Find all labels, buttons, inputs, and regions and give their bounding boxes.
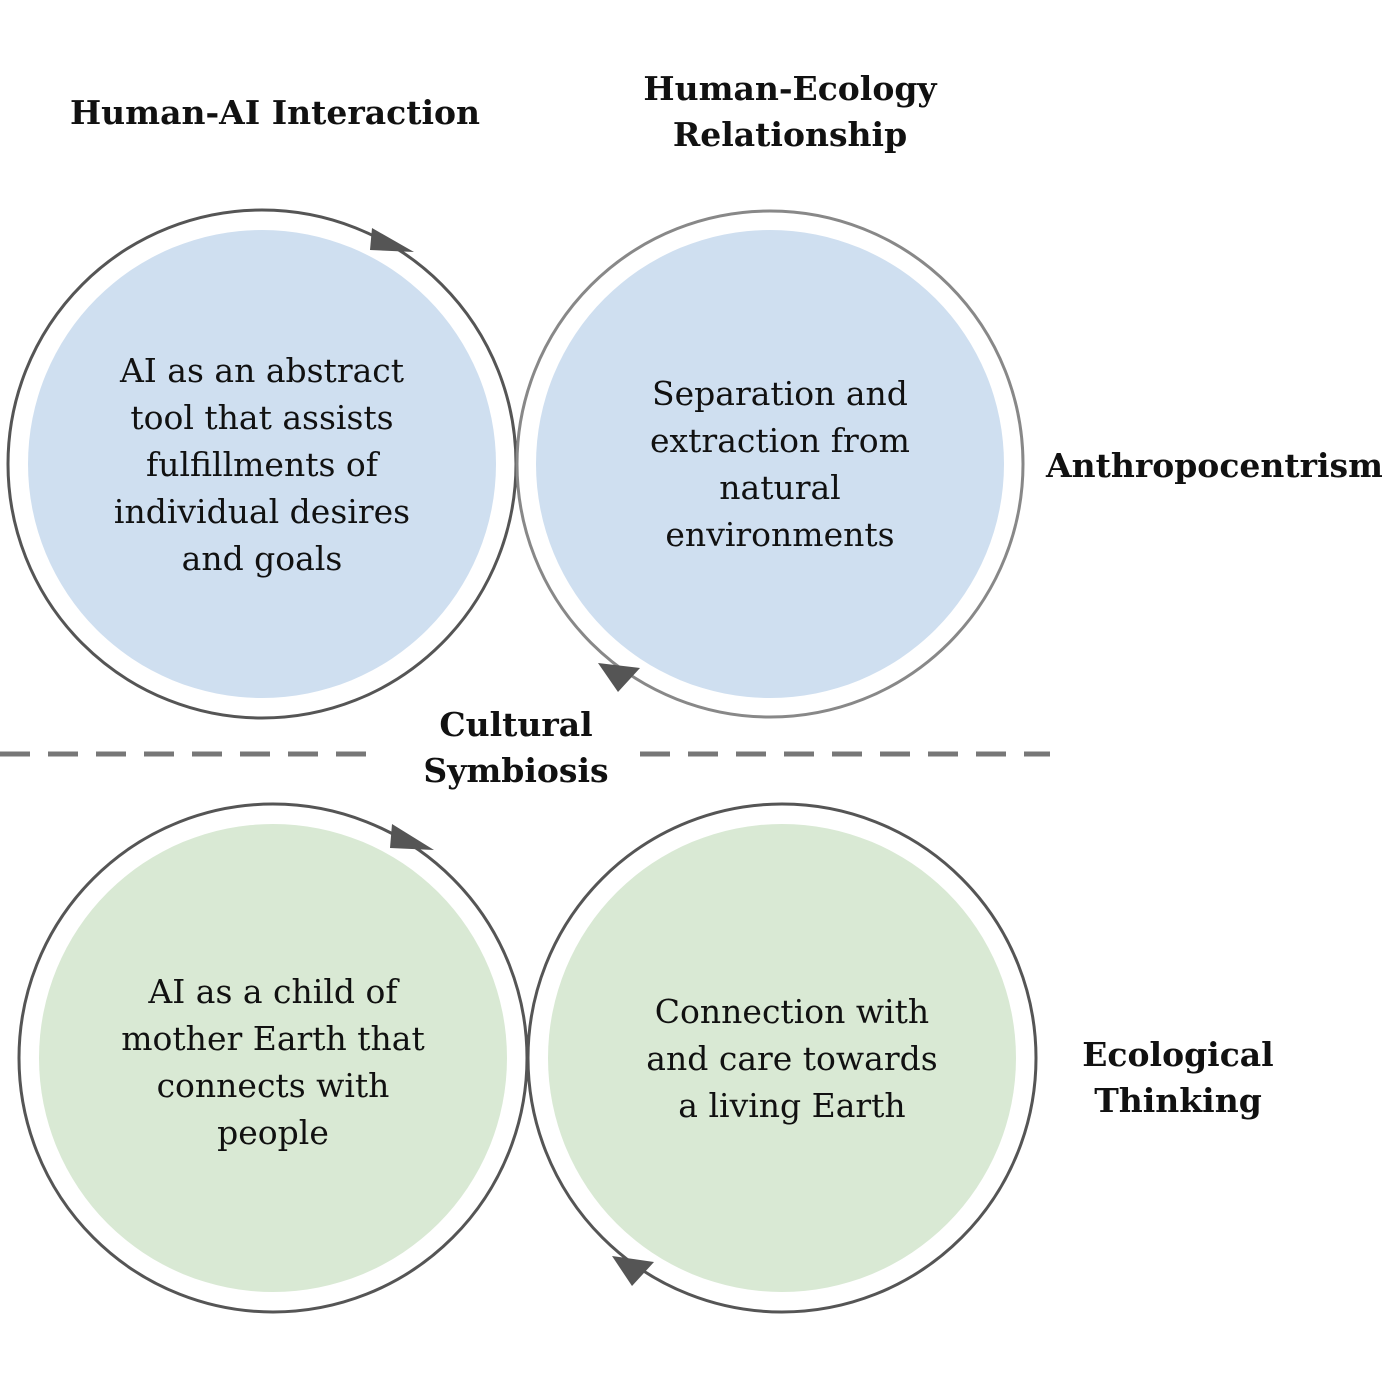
circle-text-top-right-line: Separation and (652, 374, 908, 413)
circle-text-top-left-line: fulfillments of (146, 444, 378, 484)
row-label-anthropocentrism: Anthropocentrism (1046, 443, 1382, 489)
row-label-anthropocentrism-text: Anthropocentrism (1046, 446, 1382, 485)
arrow-head-top-right (598, 663, 640, 692)
circle-text-top-left-line: individual desires (113, 491, 411, 531)
circle-text-bottom-left-line: connects with (156, 1066, 390, 1105)
circle-text-top-left-line: AI as an abstract (119, 350, 405, 390)
circle-text-top-left-line: and goals (181, 538, 343, 578)
column-heading-human-ai-text: Human-AI Interaction (70, 93, 481, 132)
circle-text-bottom-left-line: people (217, 1113, 329, 1152)
ring-bottom-right (526, 802, 1038, 1314)
circle-fill-top-left (28, 230, 496, 698)
arrow-head-bottom-left (390, 824, 434, 850)
circle-text-top-right-line: extraction from (650, 421, 910, 460)
circle-fill-bottom-left (39, 824, 507, 1292)
circle-text-bottom-right-line: a living Earth (678, 1085, 906, 1125)
arrow-head-bottom-right (612, 1256, 654, 1286)
column-heading-human-ecology-line2: Relationship (672, 115, 908, 154)
row-label-ecological-thinking: Ecological Thinking (1070, 1032, 1286, 1124)
circle-text-bottom-right-line: and care towards (646, 1038, 938, 1078)
circle-text-top-left-line: tool that assists (130, 397, 394, 437)
circle-text-bottom-right-line: Connection with (654, 991, 930, 1031)
center-label-cultural-symbiosis: Cultural Symbiosis (400, 702, 632, 794)
row-label-ecological-thinking-line1: Ecological (1082, 1035, 1274, 1074)
center-label-line2: Symbiosis (423, 751, 609, 790)
row-label-ecological-thinking-line2: Thinking (1094, 1081, 1262, 1120)
circle-text-top-left: AI as an abstract tool that assists fulf… (82, 294, 442, 634)
ring-top-right (515, 209, 1025, 719)
column-heading-human-ai: Human-AI Interaction (70, 90, 480, 136)
circle-text-bottom-left: AI as a child of mother Earth that conne… (93, 892, 453, 1232)
circle-text-bottom-left-line: mother Earth that (121, 1019, 425, 1058)
circle-text-top-right-line: environments (665, 515, 895, 554)
circle-text-top-right-line: natural (719, 468, 841, 507)
center-label-line1: Cultural (439, 705, 593, 744)
circle-text-bottom-left-line: AI as a child of (148, 972, 398, 1011)
circle-text-bottom-right: Connection with and care towards a livin… (602, 888, 982, 1228)
column-heading-human-ecology-line1: Human-Ecology (643, 69, 937, 108)
circle-fill-top-right (536, 230, 1004, 698)
arrow-head-top-left (370, 228, 414, 252)
circle-text-top-right: Separation and extraction from natural e… (590, 294, 970, 634)
column-heading-human-ecology: Human-Ecology Relationship (590, 66, 990, 158)
circle-fill-bottom-right (548, 824, 1016, 1292)
